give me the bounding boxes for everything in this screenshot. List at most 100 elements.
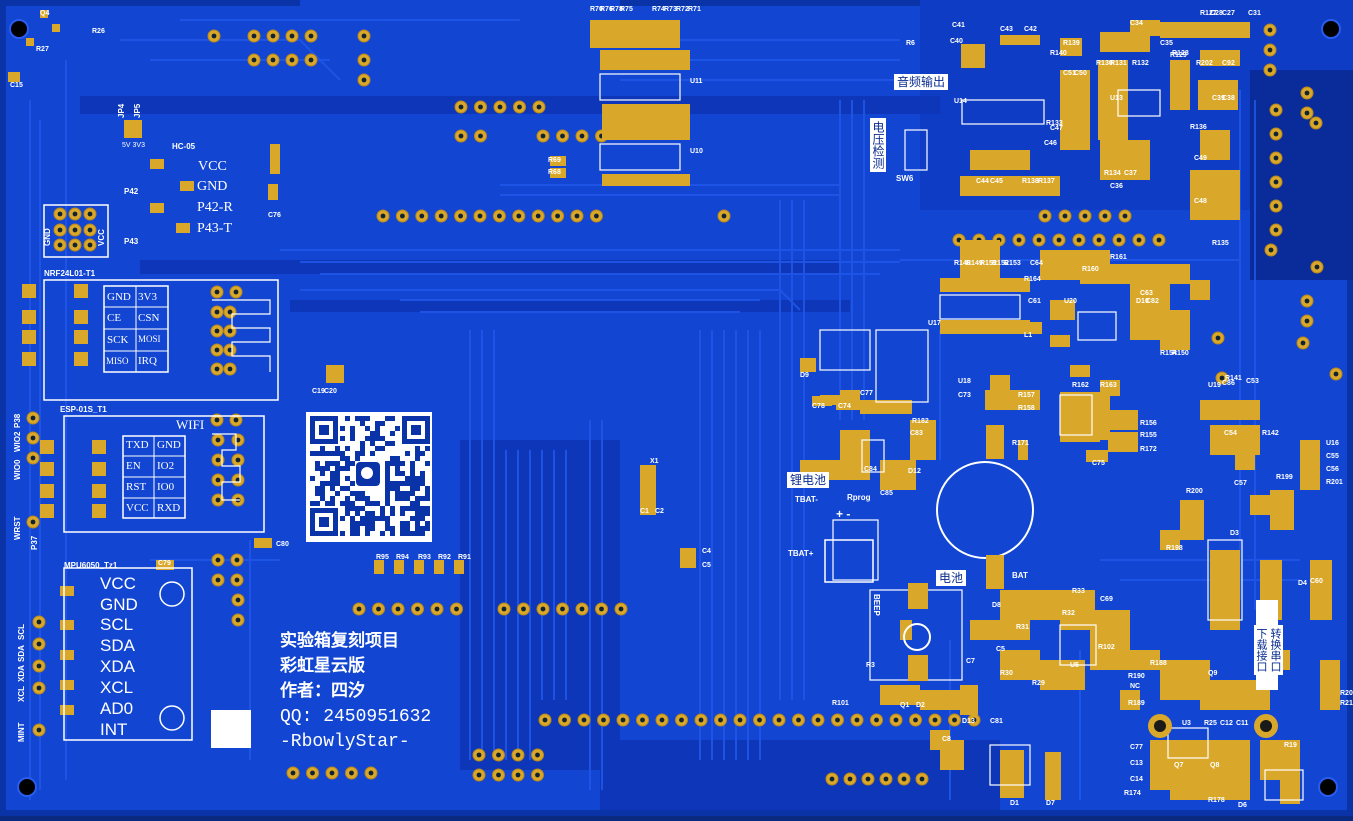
- refdes-c15: C15: [10, 82, 23, 89]
- esp-io2: IO2: [157, 460, 175, 472]
- esp-name: ESP-01S_T1: [60, 405, 107, 414]
- refdes-c85: C85: [880, 490, 893, 497]
- refdes-c78: C78: [812, 403, 825, 410]
- refdes-c7: C7: [966, 658, 975, 665]
- refdes-r155: R155: [1140, 432, 1157, 439]
- refdes-u20: U20: [1064, 298, 1077, 305]
- refdes-r32: R32: [1062, 610, 1075, 617]
- refdes-c74: C74: [838, 403, 851, 410]
- hc05-pin-p42r: P42-R: [197, 200, 233, 215]
- label-serial: 转换串口: [1268, 625, 1283, 675]
- refdes-r94: R94: [396, 554, 409, 561]
- refdes-c34: C34: [1130, 20, 1143, 27]
- refdes-r141: R141: [1225, 375, 1242, 382]
- refdes-r33: R33: [1072, 588, 1085, 595]
- label-battery: 电池: [936, 570, 967, 586]
- refdes-r132: R132: [1132, 60, 1149, 67]
- refdes-u10: U10: [690, 148, 703, 155]
- esp-title: WIFI: [176, 417, 205, 432]
- refdes-c51: C51: [1063, 70, 1076, 77]
- refdes-c63: C63: [1140, 290, 1153, 297]
- refdes-d7: D7: [1046, 800, 1055, 807]
- hc05-name: HC-05: [172, 142, 196, 151]
- refdes-r69: R69: [548, 157, 561, 164]
- refdes-r25: R25: [1204, 720, 1217, 727]
- refdes-u17: U17: [928, 320, 941, 327]
- mpu-gnd: GND: [100, 595, 138, 614]
- refdes-c53: C53: [1246, 378, 1259, 385]
- esp-rxd: RXD: [157, 502, 181, 514]
- jumper-sub: 5V 3V3: [122, 142, 145, 149]
- refdes-r151: R151: [980, 260, 997, 267]
- hc05-pin-gnd: GND: [197, 179, 228, 194]
- mpu-side-mint: MINT: [17, 722, 26, 742]
- refdes-r142: R142: [1262, 430, 1279, 437]
- refdes-r198: R198: [1166, 545, 1183, 552]
- refdes-r178: R178: [1208, 797, 1225, 804]
- refdes-c27: C27: [1222, 10, 1235, 17]
- refdes-r19: R19: [1284, 742, 1297, 749]
- mpu-xda: XDA: [100, 657, 135, 676]
- refdes-c86: C86: [1222, 380, 1235, 387]
- refdes-c73: C73: [958, 392, 971, 399]
- credit-line1: 实验箱复刻项目: [280, 631, 399, 651]
- refdes-u19: U19: [1208, 382, 1221, 389]
- refdes-c5: C5: [996, 646, 1005, 653]
- refdes-r190: R190: [1128, 673, 1145, 680]
- refdes-r76: R76: [600, 6, 613, 13]
- refdes-r70: R70: [590, 6, 603, 13]
- credit-handle: -RbowlyStar-: [280, 732, 410, 752]
- refdes-r75: R75: [620, 6, 633, 13]
- esp-side-wio2: WIO2: [13, 431, 22, 452]
- refdes-c42: C42: [1024, 26, 1037, 33]
- refdes-r68: R68: [548, 169, 561, 176]
- mpu-side-scl: SCL: [17, 624, 26, 640]
- label-download: 下载接口: [1254, 625, 1269, 675]
- refdes-c12: C12: [1220, 720, 1233, 727]
- refdes-q7: Q7: [1174, 762, 1184, 769]
- refdes-r163: R163: [1100, 382, 1117, 389]
- refdes-r150: R150: [1172, 350, 1189, 357]
- refdes-r202: R202: [1196, 60, 1213, 67]
- refdes-d3: D3: [1230, 530, 1239, 537]
- refdes-r201: R201: [1326, 479, 1343, 486]
- refdes-q4: Q4: [40, 10, 50, 17]
- refdes-c64: C64: [1030, 260, 1043, 267]
- credit-line2: 彩虹星云版: [280, 656, 365, 676]
- refdes-r129: R129: [1170, 52, 1187, 59]
- refdes-r29: R29: [1032, 680, 1045, 687]
- refdes-r157: R157: [1018, 392, 1035, 399]
- esp-io0: IO0: [157, 481, 175, 493]
- refdes-q1: Q1: [900, 702, 910, 709]
- refdes-r102: R102: [1098, 644, 1115, 651]
- label-beep: BEEP: [872, 594, 881, 616]
- nrf-side-gnd: GND: [43, 228, 52, 246]
- refdes-u3: U3: [1182, 720, 1191, 727]
- refdes-d10: D10: [1136, 298, 1149, 305]
- esp-rst: RST: [126, 481, 147, 493]
- refdes-c69: C69: [1100, 596, 1113, 603]
- refdes-c84: C84: [864, 466, 877, 473]
- jumper-jp5: JP5: [133, 103, 142, 118]
- mpu-sda: SDA: [100, 636, 135, 655]
- refdes-c11: C11: [1236, 720, 1249, 727]
- nrf-3v3: 3V3: [138, 291, 157, 303]
- esp-txd: TXD: [126, 439, 149, 451]
- refdes-c35: C35: [1160, 40, 1173, 47]
- hc05-pin-p43t: P43-T: [197, 221, 232, 236]
- refdes-r182: R182: [912, 418, 929, 425]
- refdes-c1: C1: [640, 508, 649, 515]
- refdes-r200: R200: [1186, 488, 1203, 495]
- esp-side-p38: P38: [13, 413, 22, 428]
- refdes-r148: R148: [954, 260, 971, 267]
- label-tbat-plus: TBAT+: [788, 549, 814, 558]
- refdes-r27: R27: [36, 46, 49, 53]
- label-plusminus: + -: [836, 507, 851, 521]
- refdes-d4: D4: [1298, 580, 1307, 587]
- mpu-vcc: VCC: [100, 574, 136, 593]
- refdes-c46: C46: [1044, 140, 1057, 147]
- refdes-r93: R93: [418, 554, 431, 561]
- label-audio-out: 音频输出: [894, 74, 949, 90]
- label-bat: BAT: [1012, 571, 1028, 580]
- refdes-r138: R138: [1022, 178, 1039, 185]
